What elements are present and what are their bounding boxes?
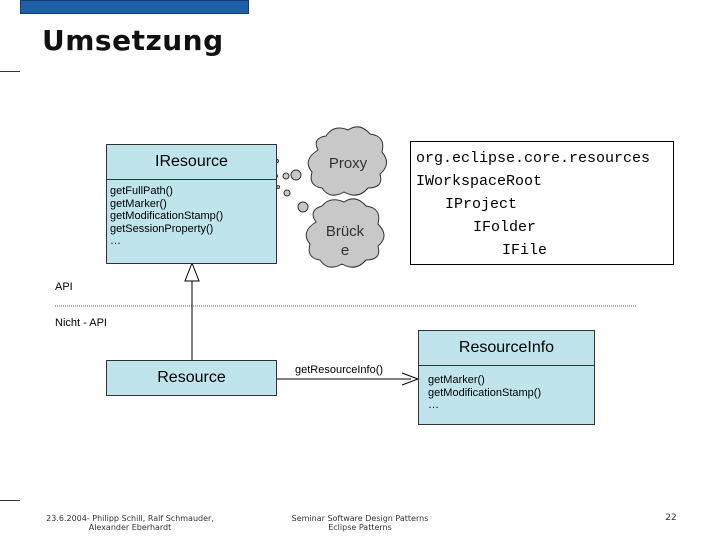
page-number: 22 bbox=[665, 513, 677, 523]
top-bar bbox=[20, 0, 249, 14]
iresource-name: IResource bbox=[107, 145, 276, 180]
resourceinfo-method: getMarker() bbox=[428, 374, 485, 386]
association-label: getResourceInfo() bbox=[295, 364, 384, 376]
resource-name: Resource bbox=[157, 369, 226, 386]
bubble-dot-6 bbox=[290, 169, 302, 181]
resourceinfo-box: ResourceInfo getMarker() getModification… bbox=[418, 330, 595, 425]
footer-authors-line1: 23.6.2004- Philipp Schill, Ralf Schmaude… bbox=[46, 514, 214, 523]
iresource-method: getFullPath() bbox=[110, 185, 173, 197]
resourceinfo-name: ResourceInfo bbox=[419, 331, 594, 366]
footer-authors: 23.6.2004- Philipp Schill, Ralf Schmaude… bbox=[30, 514, 230, 532]
iresource-method: getModificationStamp() bbox=[110, 210, 224, 223]
left-rule-top bbox=[0, 71, 20, 72]
footer-authors-line2: Alexander Eberhardt bbox=[88, 523, 172, 532]
resourceinfo-method: … bbox=[428, 399, 439, 412]
bruecke-label-line1: Brück bbox=[325, 223, 365, 240]
package-item: IFolder bbox=[473, 219, 537, 236]
package-name: org.eclipse.core.resources bbox=[416, 150, 651, 167]
inheritance-arrowhead bbox=[184, 261, 200, 282]
api-label: API bbox=[55, 281, 73, 293]
bruecke-cloud bbox=[305, 198, 385, 268]
iresource-methods: getFullPath() getMarker() getModificatio… bbox=[107, 180, 276, 248]
resource-box: Resource bbox=[106, 360, 277, 396]
package-item: IFile bbox=[502, 242, 548, 259]
iresource-method: … bbox=[110, 235, 121, 248]
resourceinfo-methods: getMarker() getModificationStamp() … bbox=[419, 366, 594, 412]
proxy-cloud bbox=[307, 126, 387, 196]
iresource-method: getSessionProperty() bbox=[110, 222, 214, 235]
slide-title: Umsetzung bbox=[42, 24, 224, 57]
footer-seminar-line1: Seminar Software Design Patterns bbox=[291, 514, 429, 523]
iresource-method: getMarker() bbox=[110, 197, 167, 210]
footer-seminar: Seminar Software Design Patterns Eclipse… bbox=[270, 514, 450, 532]
non-api-label: Nicht - API bbox=[55, 317, 107, 329]
package-box: org.eclipse.core.resources IWorkspaceRoo… bbox=[410, 141, 674, 265]
iresource-box: IResource getFullPath() getMarker() getM… bbox=[106, 144, 277, 264]
proxy-label: Proxy bbox=[328, 155, 368, 172]
footer-seminar-line2: Eclipse Patterns bbox=[328, 523, 392, 532]
resourceinfo-method: getModificationStamp() bbox=[428, 386, 542, 399]
bubble-dot-7 bbox=[297, 201, 309, 213]
package-item: IProject bbox=[445, 196, 518, 213]
package-item: IWorkspaceRoot bbox=[416, 173, 543, 190]
bubble-dot-5 bbox=[283, 189, 291, 197]
bruecke-label: Brück e bbox=[314, 222, 376, 260]
left-rule-bottom bbox=[0, 500, 20, 501]
bruecke-label-line2: e bbox=[340, 242, 350, 259]
bubble-dot-4 bbox=[282, 172, 290, 180]
